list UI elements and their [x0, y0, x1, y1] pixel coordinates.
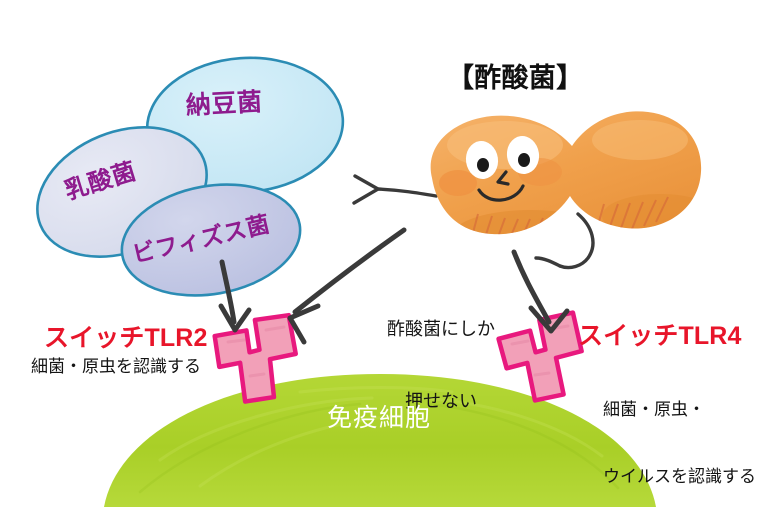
- switch-tlr4-subtitle-line-2: ウイルスを認識する: [603, 467, 756, 487]
- arrow-ovals-to-tlr2: [218, 259, 252, 333]
- center-annotation: 酢酸菌にしか 押せない: [387, 268, 495, 462]
- arrow-mascot-to-tlr2: [287, 227, 407, 345]
- oval-bifizusu: [120, 183, 302, 297]
- arrow-mascot-to-tlr4: [511, 249, 570, 334]
- switch-tlr2-subtitle: 細菌・原虫を認識する: [31, 357, 201, 376]
- receptor-tlr4[interactable]: [496, 310, 585, 403]
- center-annotation-line-2: 押せない: [405, 391, 477, 412]
- switch-tlr4-subtitle-line-1: 細菌・原虫・: [603, 399, 705, 419]
- receptor-tlr2[interactable]: [212, 312, 298, 404]
- oval-label-natto: 納豆菌: [185, 88, 264, 120]
- mascot-limbs: [352, 174, 595, 270]
- switch-tlr4-title: スイッチTLR4: [578, 322, 742, 350]
- switch-tlr2-title: スイッチTLR2: [44, 324, 208, 352]
- immune-cell-label: 免疫細胞: [327, 404, 432, 432]
- center-annotation-line-1: 酢酸菌にしか: [387, 318, 495, 339]
- switch-tlr4-subtitle: 細菌・原虫・ ウイルスを認識する: [603, 354, 756, 507]
- figure-title: 【酢酸菌】: [447, 63, 584, 93]
- immune-cell-body: [104, 374, 656, 507]
- mascot-face: [465, 136, 540, 202]
- mascot-sakusankin: [430, 111, 702, 235]
